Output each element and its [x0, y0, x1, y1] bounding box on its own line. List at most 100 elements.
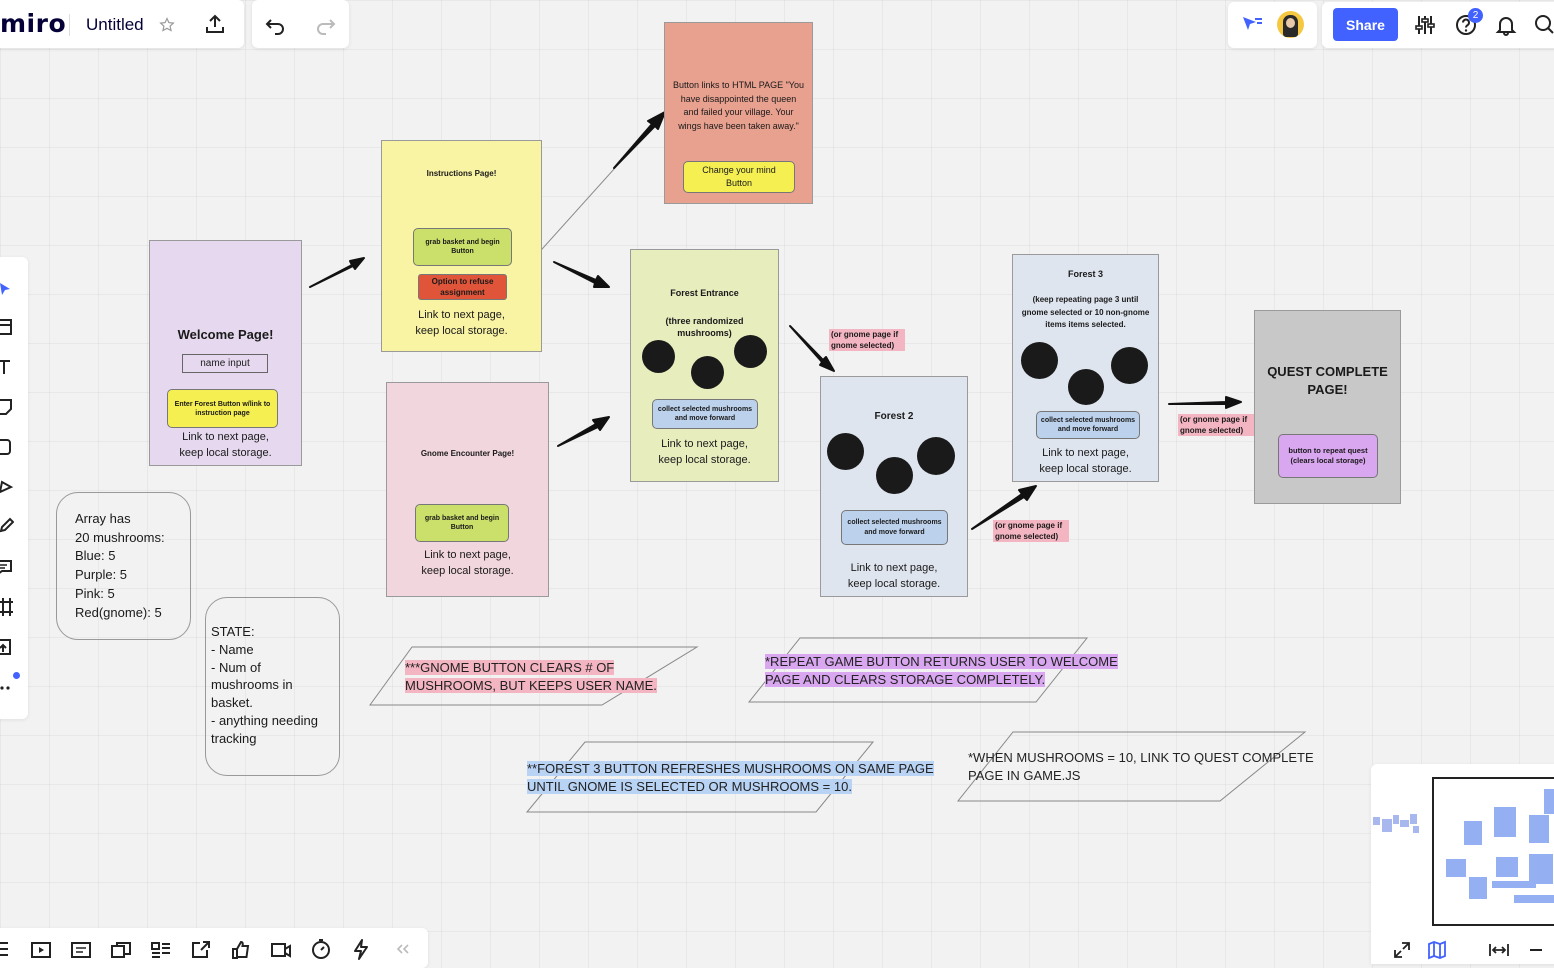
export-icon[interactable] — [204, 13, 226, 35]
state-line: tracking — [211, 730, 257, 746]
mushroom-slot[interactable] — [1111, 347, 1148, 384]
share-button-label: Share — [1346, 16, 1385, 33]
collect-mushrooms-button[interactable]: collect selected mushrooms and move forw… — [652, 399, 758, 429]
zoom-out-icon[interactable] — [1528, 940, 1544, 960]
instructions-page-card[interactable]: Instructions Page! grab basket and begin… — [381, 140, 542, 352]
shapes-icon[interactable] — [0, 438, 14, 456]
mushroom-slot[interactable] — [1068, 369, 1104, 405]
avatar[interactable] — [1277, 11, 1304, 38]
fit-width-icon[interactable] — [1488, 940, 1510, 960]
arrow-gnome-to-forest — [557, 416, 610, 447]
help-icon[interactable] — [1455, 14, 1477, 36]
name-input-label: name input — [200, 358, 250, 369]
miro-logo[interactable]: miro — [0, 9, 67, 38]
forest-3-title: Forest 3 — [1067, 269, 1103, 279]
kanban-icon[interactable] — [150, 938, 172, 960]
gnome-note-text: (or gnome page if gnome selected) — [831, 330, 899, 350]
enter-forest-button[interactable]: Enter Forest Button w/link to instructio… — [167, 389, 278, 428]
minimap-left-preview[interactable] — [1373, 812, 1421, 836]
more-tools-icon[interactable] — [0, 683, 14, 690]
welcome-page-title: Welcome Page! — [177, 327, 274, 342]
gnome-note-forest2[interactable]: (or gnome page if gnome selected) — [829, 329, 905, 351]
forest-2-title: Forest 2 — [874, 411, 914, 422]
video-call-icon[interactable] — [270, 938, 292, 960]
forest3-refresh-note[interactable]: **FOREST 3 BUTTON REFRESHES MUSHROOMS ON… — [527, 760, 937, 796]
disappointed-page-card[interactable]: Button links to HTML PAGE "You have disa… — [664, 22, 813, 204]
comment-icon[interactable] — [0, 558, 14, 576]
welcome-page-card[interactable]: Welcome Page! name input Enter Forest Bu… — [149, 240, 302, 466]
select-cursor-icon[interactable] — [0, 281, 14, 299]
gnome-button-note-text: ***GNOME BUTTON CLEARS # OF MUSHROOMS, B… — [405, 660, 657, 693]
mushroom-slot[interactable] — [642, 340, 675, 373]
templates-icon[interactable] — [0, 318, 14, 336]
settings-sliders-icon[interactable] — [1414, 14, 1436, 36]
connection-line-icon[interactable] — [0, 478, 14, 496]
collapse-toolbar-icon[interactable] — [392, 938, 414, 960]
mushroom-slot[interactable] — [1021, 342, 1058, 379]
grid-list-icon[interactable] — [0, 938, 22, 960]
forest-3-collect-button[interactable]: collect selected mushrooms and move forw… — [1036, 411, 1140, 439]
redo-icon[interactable] — [314, 15, 336, 35]
forest-2-collect-button[interactable]: collect selected mushrooms and move forw… — [841, 510, 948, 545]
mushroom-slot[interactable] — [917, 437, 955, 475]
gnome-note-forest3[interactable]: (or gnome page if gnome selected) — [993, 520, 1069, 542]
grab-basket-button[interactable]: grab basket and begin Button — [413, 228, 512, 266]
text-tool-icon[interactable] — [0, 358, 14, 376]
refuse-assignment-button[interactable]: Option to refuse assignment — [418, 274, 507, 300]
sticky-note-icon[interactable] — [0, 398, 14, 416]
search-icon[interactable] — [1534, 14, 1554, 36]
state-line: - Num of — [211, 659, 261, 675]
mushroom-slot[interactable] — [827, 433, 864, 470]
grab-basket-button-label: grab basket and begin Button — [425, 239, 500, 255]
frame-icon[interactable] — [0, 598, 14, 616]
arrow-forest2-to-forest3 — [971, 485, 1037, 530]
array-line: Purple: 5 — [75, 567, 128, 583]
quest-complete-card[interactable]: QUEST COMPLETE PAGE! button to repeat qu… — [1254, 310, 1401, 504]
change-your-mind-button[interactable]: Change your mind Button — [683, 161, 795, 193]
undo-icon[interactable] — [265, 15, 287, 35]
forest-entrance-card[interactable]: Forest Entrance (three randomized mushro… — [630, 249, 779, 482]
header-divider — [69, 14, 70, 36]
cursor-follow-icon[interactable] — [1240, 14, 1264, 36]
state-line: - Name — [211, 641, 254, 657]
board-title[interactable]: Untitled — [86, 15, 144, 34]
repeat-game-note-text: *REPEAT GAME BUTTON RETURNS USER TO WELC… — [765, 654, 1118, 687]
share-button[interactable]: Share — [1333, 8, 1398, 41]
mushrooms-ten-note-text: *WHEN MUSHROOMS = 10, LINK TO QUEST COMP… — [968, 750, 1314, 783]
parallelogram-gnome-note — [369, 646, 699, 706]
mushroom-slot[interactable] — [876, 457, 913, 494]
mushroom-slot[interactable] — [691, 356, 724, 389]
fullscreen-icon[interactable] — [1392, 940, 1412, 960]
repeat-game-note[interactable]: *REPEAT GAME BUTTON RETURNS USER TO WELC… — [765, 653, 1125, 689]
gnome-encounter-page-card[interactable]: Gnome Encounter Page! grab basket and be… — [386, 382, 549, 597]
array-note-text: Array has 20 mushrooms: Blue: 5 Purple: … — [75, 510, 165, 622]
repeat-quest-button[interactable]: button to repeat quest (clears local sto… — [1278, 434, 1378, 478]
array-line: Pink: 5 — [75, 585, 115, 601]
star-icon[interactable] — [159, 17, 175, 33]
forest-3-subtitle: (keep repeating page 3 until gnome selec… — [1021, 295, 1150, 329]
gnome-encounter-title: Gnome Encounter Page! — [420, 449, 515, 458]
disappointed-text: Button links to HTML PAGE "You have disa… — [673, 80, 804, 131]
map-icon[interactable] — [1427, 940, 1447, 960]
forest-2-card[interactable]: Forest 2 collect selected mushrooms and … — [820, 376, 968, 597]
minimap-viewport[interactable] — [1432, 777, 1554, 926]
array-line: 20 mushrooms: — [75, 529, 165, 545]
forest-3-footer: Link to next page, keep local storage. — [1039, 447, 1132, 475]
parallelogram-when-note — [956, 731, 1307, 802]
state-note-shape[interactable] — [205, 597, 340, 776]
gnome-button-note[interactable]: ***GNOME BUTTON CLEARS # OF MUSHROOMS, B… — [405, 659, 705, 695]
array-note-shape[interactable] — [56, 492, 191, 640]
arrow-forest3-to-quest — [1168, 396, 1242, 409]
name-input-box[interactable]: name input — [182, 354, 268, 373]
pen-icon[interactable] — [0, 516, 15, 534]
gnome-note-quest[interactable]: (or gnome page if gnome selected) — [1178, 414, 1254, 436]
upload-icon[interactable] — [0, 638, 14, 656]
collect-mushrooms-button-label: collect selected mushrooms and move forw… — [657, 406, 753, 422]
notifications-bell-icon[interactable] — [1495, 14, 1517, 36]
forest-entrance-subtitle: (three randomized mushrooms) — [665, 316, 744, 338]
mushrooms-ten-note[interactable]: *WHEN MUSHROOMS = 10, LINK TO QUEST COMP… — [968, 749, 1328, 785]
gnome-grab-basket-button[interactable]: grab basket and begin Button — [415, 504, 509, 542]
mushroom-slot[interactable] — [734, 335, 767, 368]
forest-3-card[interactable]: Forest 3 (keep repeating page 3 until gn… — [1012, 254, 1159, 482]
